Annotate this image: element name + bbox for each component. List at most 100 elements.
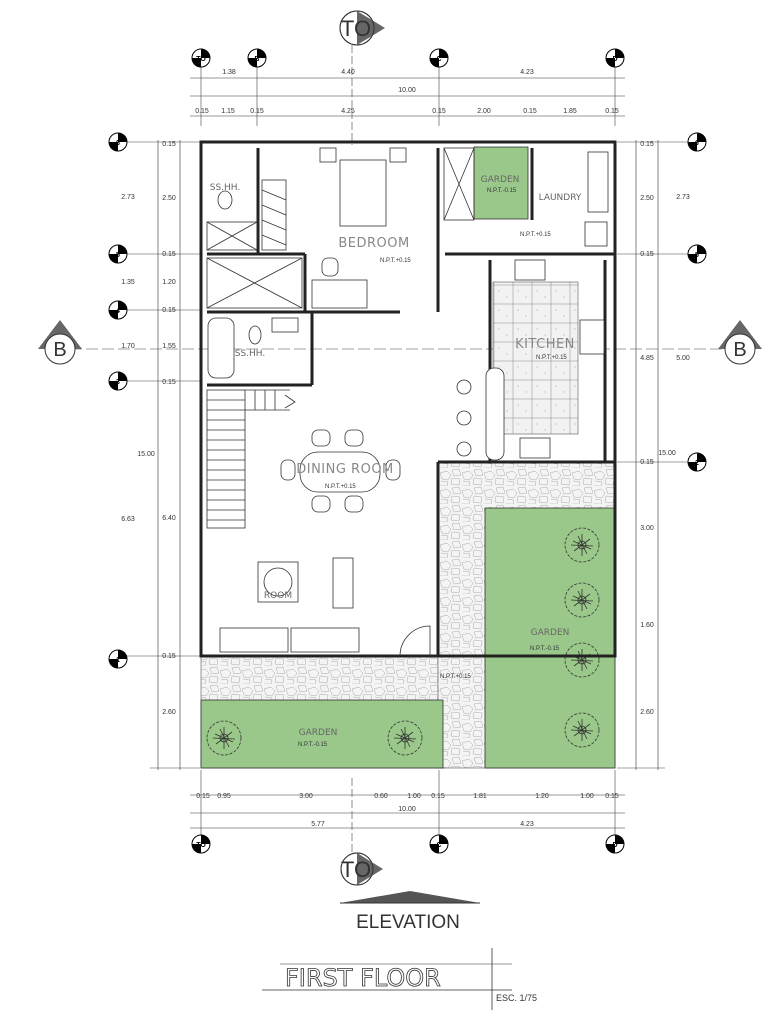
building-walls bbox=[199, 140, 617, 658]
axis-left-label-3: 3 bbox=[116, 379, 120, 386]
wardrobe bbox=[261, 179, 287, 251]
garden-top-area bbox=[473, 146, 529, 220]
sofa bbox=[290, 627, 360, 653]
room-label-ss-hh-1: SS.HH. bbox=[210, 183, 241, 193]
sink bbox=[271, 317, 299, 333]
npt-garden-bottom: N.P.T.-0.15 bbox=[298, 742, 328, 748]
npt-laundry: N.P.T.+0.15 bbox=[520, 232, 551, 238]
dim-right-inner-2: 0.15 bbox=[640, 251, 654, 258]
dim-top-3-3: 4.25 bbox=[341, 108, 355, 115]
shower-area bbox=[206, 221, 258, 251]
bed bbox=[339, 159, 387, 227]
axis-right-label-1: 5 bbox=[695, 252, 699, 259]
dim-left-outer-0: 2.73 bbox=[121, 194, 135, 201]
dim-left-inner-5: 1.55 bbox=[162, 343, 176, 350]
dim-left-outer-2: 1.70 bbox=[121, 343, 135, 350]
dim-right-inner-1: 2.50 bbox=[640, 195, 654, 202]
dim-bottom-1-2: 3.00 bbox=[299, 793, 313, 800]
npt-dining: N.P.T.+0.15 bbox=[325, 484, 356, 490]
section-marker-right bbox=[718, 320, 762, 365]
room-label-garden-right: GARDEN bbox=[531, 628, 570, 638]
room-label-bedroom: BEDROOM bbox=[338, 236, 409, 251]
dim-top-3-6: 0.15 bbox=[523, 108, 537, 115]
dim-bottom-1-5: 0.15 bbox=[431, 793, 445, 800]
axis-bottom-label-2: D bbox=[612, 842, 617, 849]
dim-right-outer-2: 15.00 bbox=[658, 450, 676, 457]
section-marker-left bbox=[38, 320, 82, 365]
room-label-kitchen: KITCHEN bbox=[515, 337, 575, 352]
elevation-arrow bbox=[340, 891, 480, 903]
axis-right-label-2: 2 bbox=[695, 460, 699, 467]
north-marker-bottom-label: TO bbox=[341, 857, 371, 882]
top-dimension-lines bbox=[190, 60, 625, 126]
dim-bottom-total: 10.00 bbox=[398, 806, 416, 813]
room-label-room: ROOM bbox=[264, 591, 292, 601]
title-block bbox=[262, 948, 512, 1010]
chair bbox=[321, 257, 339, 277]
axis-left-label-0: 6 bbox=[116, 140, 120, 147]
dim-top-3-0: 0.15 bbox=[195, 108, 209, 115]
chair bbox=[311, 429, 331, 447]
kitchen-table bbox=[514, 259, 546, 281]
dim-top-3-2: 0.15 bbox=[250, 108, 264, 115]
kitchen-counter bbox=[485, 367, 505, 461]
armchair bbox=[332, 557, 354, 609]
section-marker-left-label: B bbox=[53, 339, 66, 361]
dim-top-1-1: 4.40 bbox=[341, 69, 355, 76]
north-marker-top-label: TO bbox=[341, 16, 371, 41]
toilet bbox=[248, 325, 262, 345]
dim-right-inner-3: 4.85 bbox=[640, 355, 654, 362]
npt-garden-right: N.P.T.-0.15 bbox=[530, 646, 560, 652]
dim-bottom-1-4: 1.00 bbox=[407, 793, 421, 800]
stove bbox=[579, 319, 605, 355]
stool bbox=[456, 441, 472, 457]
section-marker-right-label: B bbox=[733, 339, 746, 361]
left-dimension-lines bbox=[110, 140, 200, 770]
desk bbox=[311, 279, 368, 309]
dim-top-1-0: 1.38 bbox=[222, 69, 236, 76]
north-marker-bottom bbox=[340, 852, 383, 886]
room-label-dining: DINING ROOM bbox=[296, 462, 394, 477]
npt-garden-top: N.P.T.-0.15 bbox=[487, 188, 517, 194]
bathtub bbox=[207, 317, 235, 379]
dim-bottom-3-0: 5.77 bbox=[311, 821, 325, 828]
dim-left-inner-4: 0.15 bbox=[162, 307, 176, 314]
axis-left-label-4: 1 bbox=[116, 657, 120, 664]
north-marker-top bbox=[339, 10, 385, 46]
dim-bottom-1-6: 1.81 bbox=[473, 793, 487, 800]
kitchen-sink bbox=[519, 437, 551, 459]
dim-top-3-1: 1.15 bbox=[221, 108, 235, 115]
dim-top-total: 10.00 bbox=[398, 87, 416, 94]
chair bbox=[344, 429, 364, 447]
npt-kitchen: N.P.T.+0.15 bbox=[536, 355, 567, 361]
dim-left-inner-2: 0.15 bbox=[162, 251, 176, 258]
dim-left-outer-4: 15.00 bbox=[137, 451, 155, 458]
dim-right-outer-0: 2.73 bbox=[676, 194, 690, 201]
axis-top-label-1: B bbox=[254, 56, 259, 63]
dim-top-3-8: 0.15 bbox=[605, 108, 619, 115]
room-label-garden-bottom: GARDEN bbox=[299, 728, 338, 738]
dim-right-inner-6: 1.60 bbox=[640, 622, 654, 629]
dim-left-inner-6: 0.15 bbox=[162, 379, 176, 386]
dim-left-inner-8: 0.15 bbox=[162, 653, 176, 660]
chair bbox=[311, 495, 331, 513]
dim-left-outer-1: 1.35 bbox=[121, 279, 135, 286]
dim-top-3-5: 2.00 bbox=[477, 108, 491, 115]
room-label-ss-hh-2: SS.HH. bbox=[235, 349, 266, 359]
elevation-label: ELEVATION bbox=[356, 912, 460, 933]
dim-left-inner-9: 2.60 bbox=[162, 709, 176, 716]
npt-bedroom: N.P.T.+0.15 bbox=[380, 258, 411, 264]
axis-right-label-0: 6 bbox=[695, 140, 699, 147]
dim-bottom-1-1: 0.95 bbox=[217, 793, 231, 800]
sofa bbox=[219, 627, 289, 653]
door-swing bbox=[399, 625, 431, 657]
staircase bbox=[206, 389, 296, 529]
dim-right-outer-1: 5.00 bbox=[676, 355, 690, 362]
dim-bottom-1-7: 1.20 bbox=[535, 793, 549, 800]
bottom-dimension-lines bbox=[190, 770, 625, 842]
chair bbox=[344, 495, 364, 513]
dim-left-inner-0: 0.15 bbox=[162, 141, 176, 148]
closet-area bbox=[206, 257, 303, 309]
dim-bottom-1-8: 1.00 bbox=[580, 793, 594, 800]
